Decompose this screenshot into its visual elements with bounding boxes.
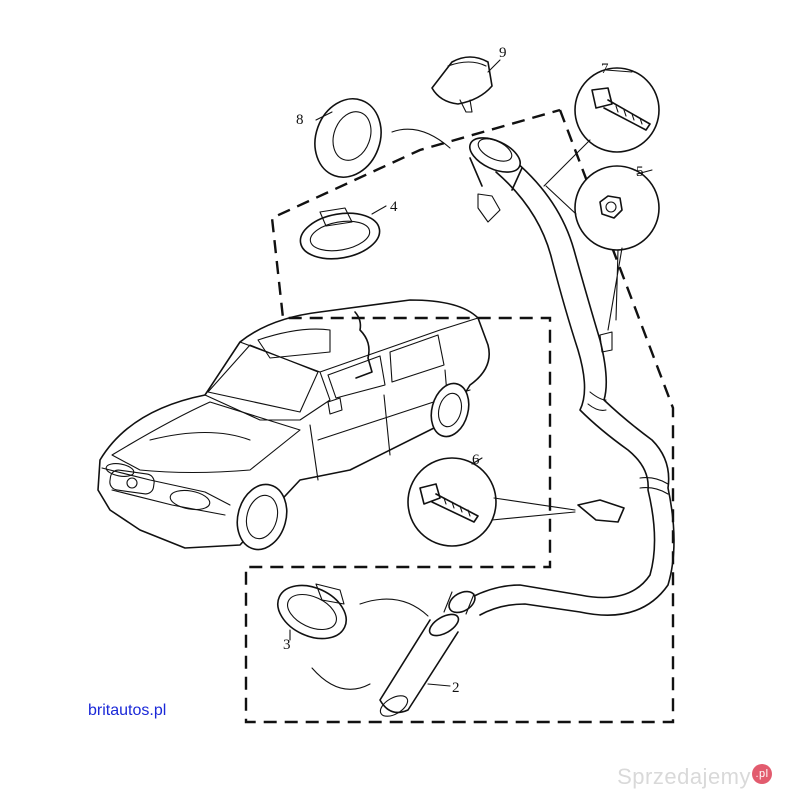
callout-4: 4 bbox=[390, 199, 398, 215]
dashed-group-outline bbox=[244, 108, 675, 724]
part-3-clamp bbox=[277, 583, 429, 690]
watermark-text: Sprzedajemy bbox=[617, 764, 751, 789]
part-9-cap bbox=[431, 56, 501, 113]
part-2-hose bbox=[379, 613, 460, 717]
callout-3: 3 bbox=[283, 637, 291, 653]
callout-5: 5 bbox=[636, 164, 644, 180]
detail-circle-6 bbox=[407, 457, 576, 547]
filler-pipe bbox=[443, 137, 675, 616]
site-label[interactable]: britautos.pl bbox=[88, 702, 167, 719]
callout-2: 2 bbox=[452, 680, 460, 696]
callout-7: 7 bbox=[601, 61, 609, 77]
callout-6: 6 bbox=[472, 452, 480, 468]
detail-circle-5 bbox=[545, 165, 660, 331]
car-illustration bbox=[97, 299, 490, 551]
detail-circle-7 bbox=[543, 67, 660, 187]
callout-9: 9 bbox=[499, 45, 507, 61]
part-8-seal bbox=[314, 98, 451, 178]
watermark: Sprzedajemy.pl bbox=[617, 764, 772, 790]
callout-8: 8 bbox=[296, 112, 304, 128]
part-4-clamp bbox=[299, 205, 387, 260]
watermark-badge: .pl bbox=[752, 764, 772, 784]
